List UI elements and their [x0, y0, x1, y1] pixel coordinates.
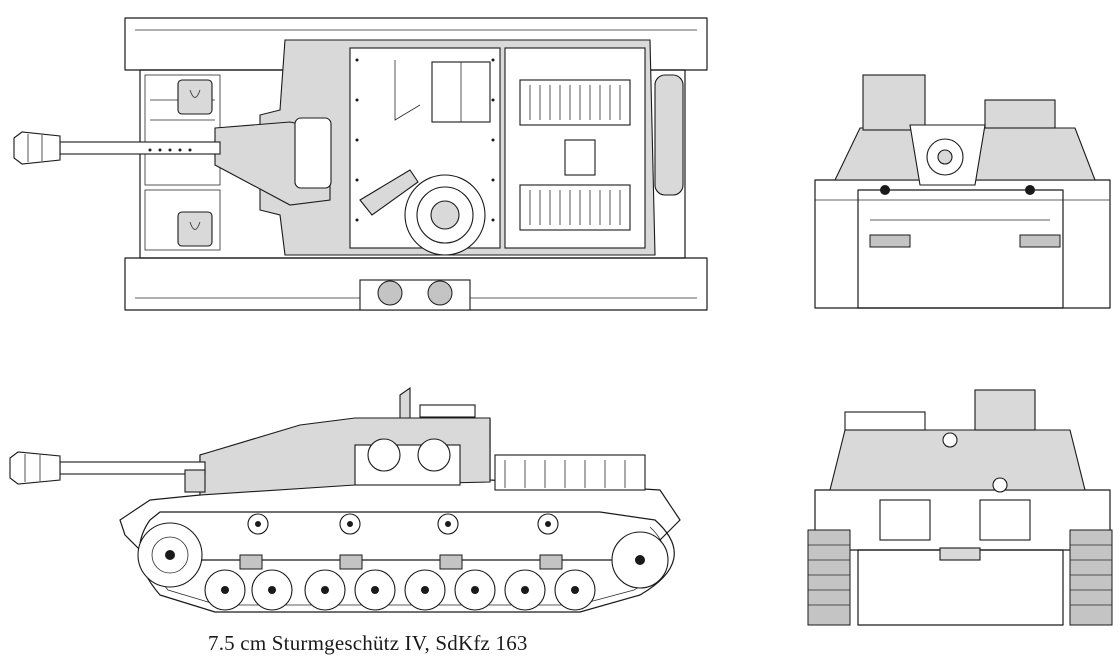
engine-grilles — [519, 79, 631, 231]
rear-right-track — [1069, 529, 1113, 626]
side-gun-barrel — [9, 451, 206, 493]
drawing-caption: 7.5 cm Sturmgeschütz IV, SdKfz 163 — [208, 631, 528, 655]
rear-view — [807, 389, 1113, 626]
front-cupola — [862, 74, 926, 131]
side-road-wheels — [204, 569, 596, 611]
rear-superstructure — [829, 429, 1086, 491]
top-exhaust — [654, 74, 684, 196]
front-view — [814, 74, 1111, 309]
front-hull — [814, 179, 1111, 309]
top-view — [13, 17, 708, 311]
side-return-rollers — [247, 513, 559, 535]
rear-left-track — [807, 529, 851, 626]
side-view — [9, 386, 681, 613]
top-gun-barrel — [13, 131, 221, 165]
rear-hull — [814, 489, 1111, 551]
